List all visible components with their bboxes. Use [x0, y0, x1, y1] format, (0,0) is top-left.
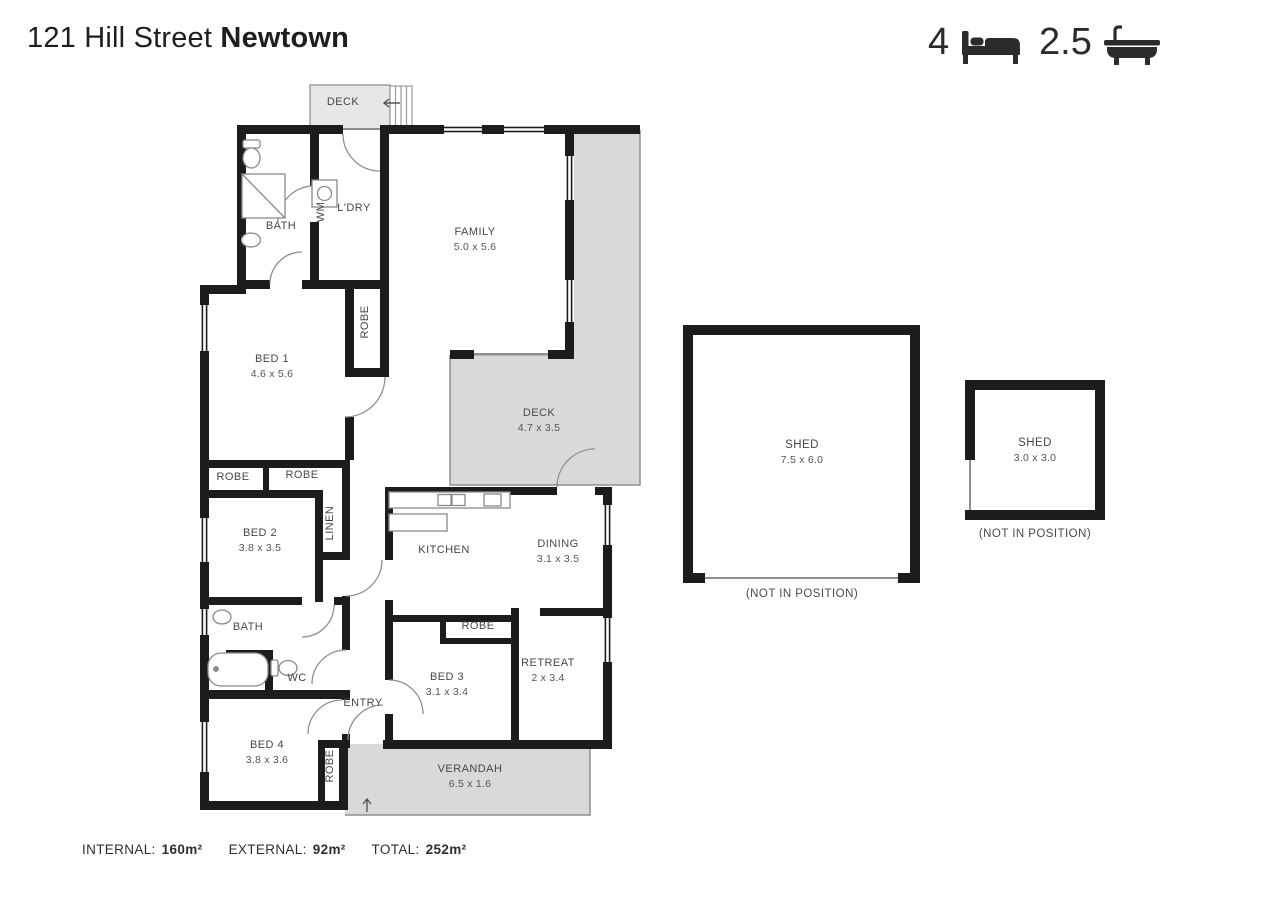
- shed-1-note: (NOT IN POSITION): [745, 588, 859, 600]
- room-label-robe-4: ROBE: [461, 620, 495, 633]
- room-label-shed-2: SHED 3.0 x 3.0: [1013, 436, 1057, 464]
- room-label-robe-1: ROBE: [359, 305, 372, 339]
- area-summary: INTERNAL: 160m² EXTERNAL: 92m² TOTAL: 252m²: [82, 842, 488, 857]
- shower-icon: [241, 173, 286, 219]
- external-area-value: 92m²: [312, 842, 346, 857]
- toilet-icon-2: [270, 659, 298, 677]
- room-label-linen: LINEN: [324, 505, 337, 541]
- property-title: 121 Hill Street Newtown: [27, 22, 349, 55]
- washing-machine-icon: [311, 179, 338, 208]
- kitchen-bench-icon: [388, 491, 511, 532]
- room-label-deck: DECK 4.7 x 3.5: [517, 407, 561, 435]
- external-area-label: EXTERNAL:: [228, 842, 307, 857]
- bathtub-icon: [207, 652, 269, 687]
- room-label-laundry: L'DRY: [337, 202, 371, 215]
- total-area-value: 252m²: [425, 842, 467, 857]
- toilet-icon: [242, 139, 261, 169]
- room-label-robe-3: ROBE: [285, 469, 319, 482]
- bath-count: 2.5: [1039, 21, 1092, 63]
- deck-areas: [309, 84, 641, 816]
- shed-2-walls: [965, 380, 1105, 520]
- room-label-dining: DINING 3.1 x 3.5: [536, 538, 580, 566]
- basin-icon: [240, 232, 262, 248]
- room-label-bed-1: BED 1 4.6 x 5.6: [250, 353, 294, 381]
- room-label-verandah: VERANDAH 6.5 x 1.6: [437, 763, 503, 791]
- internal-area-value: 160m²: [161, 842, 203, 857]
- room-label-bed-4: BED 4 3.8 x 3.6: [245, 739, 289, 767]
- room-label-entry: ENTRY: [343, 697, 383, 710]
- bath-icon: [1104, 25, 1160, 65]
- room-label-shed-1: SHED 7.5 x 6.0: [780, 438, 824, 466]
- internal-area-label: INTERNAL:: [82, 842, 156, 857]
- room-label-family: FAMILY 5.0 x 5.6: [453, 226, 497, 254]
- room-label-wc: WC: [287, 672, 307, 685]
- bed-icon: [962, 31, 1020, 64]
- room-label-retreat: RETREAT 2 x 3.4: [521, 657, 575, 685]
- house-walls: [200, 125, 640, 810]
- room-label-bed-2: BED 2 3.8 x 3.5: [238, 527, 282, 555]
- room-label-robe-2: ROBE: [216, 471, 250, 484]
- room-label-wm: WM: [315, 201, 328, 223]
- bed-count: 4: [928, 21, 950, 63]
- shed-2-note: (NOT IN POSITION): [978, 528, 1092, 540]
- property-address: 121 Hill Street: [27, 22, 213, 54]
- room-label-bed-3: BED 3 3.1 x 3.4: [425, 671, 469, 699]
- steps-icon: [389, 85, 413, 129]
- property-suburb: Newtown: [220, 22, 350, 54]
- fixtures: [207, 139, 511, 687]
- room-label-kitchen: KITCHEN: [418, 544, 470, 557]
- room-label-robe-5: ROBE: [324, 749, 337, 783]
- room-label-bath-2: BATH: [232, 621, 264, 634]
- shed-1-walls: [683, 325, 920, 583]
- room-label-deck-top: DECK: [326, 96, 360, 109]
- room-label-bath-1: BATH: [265, 220, 297, 233]
- basin-icon-2: [212, 609, 232, 625]
- total-area-label: TOTAL:: [371, 842, 420, 857]
- entry-arrows: [362, 98, 400, 812]
